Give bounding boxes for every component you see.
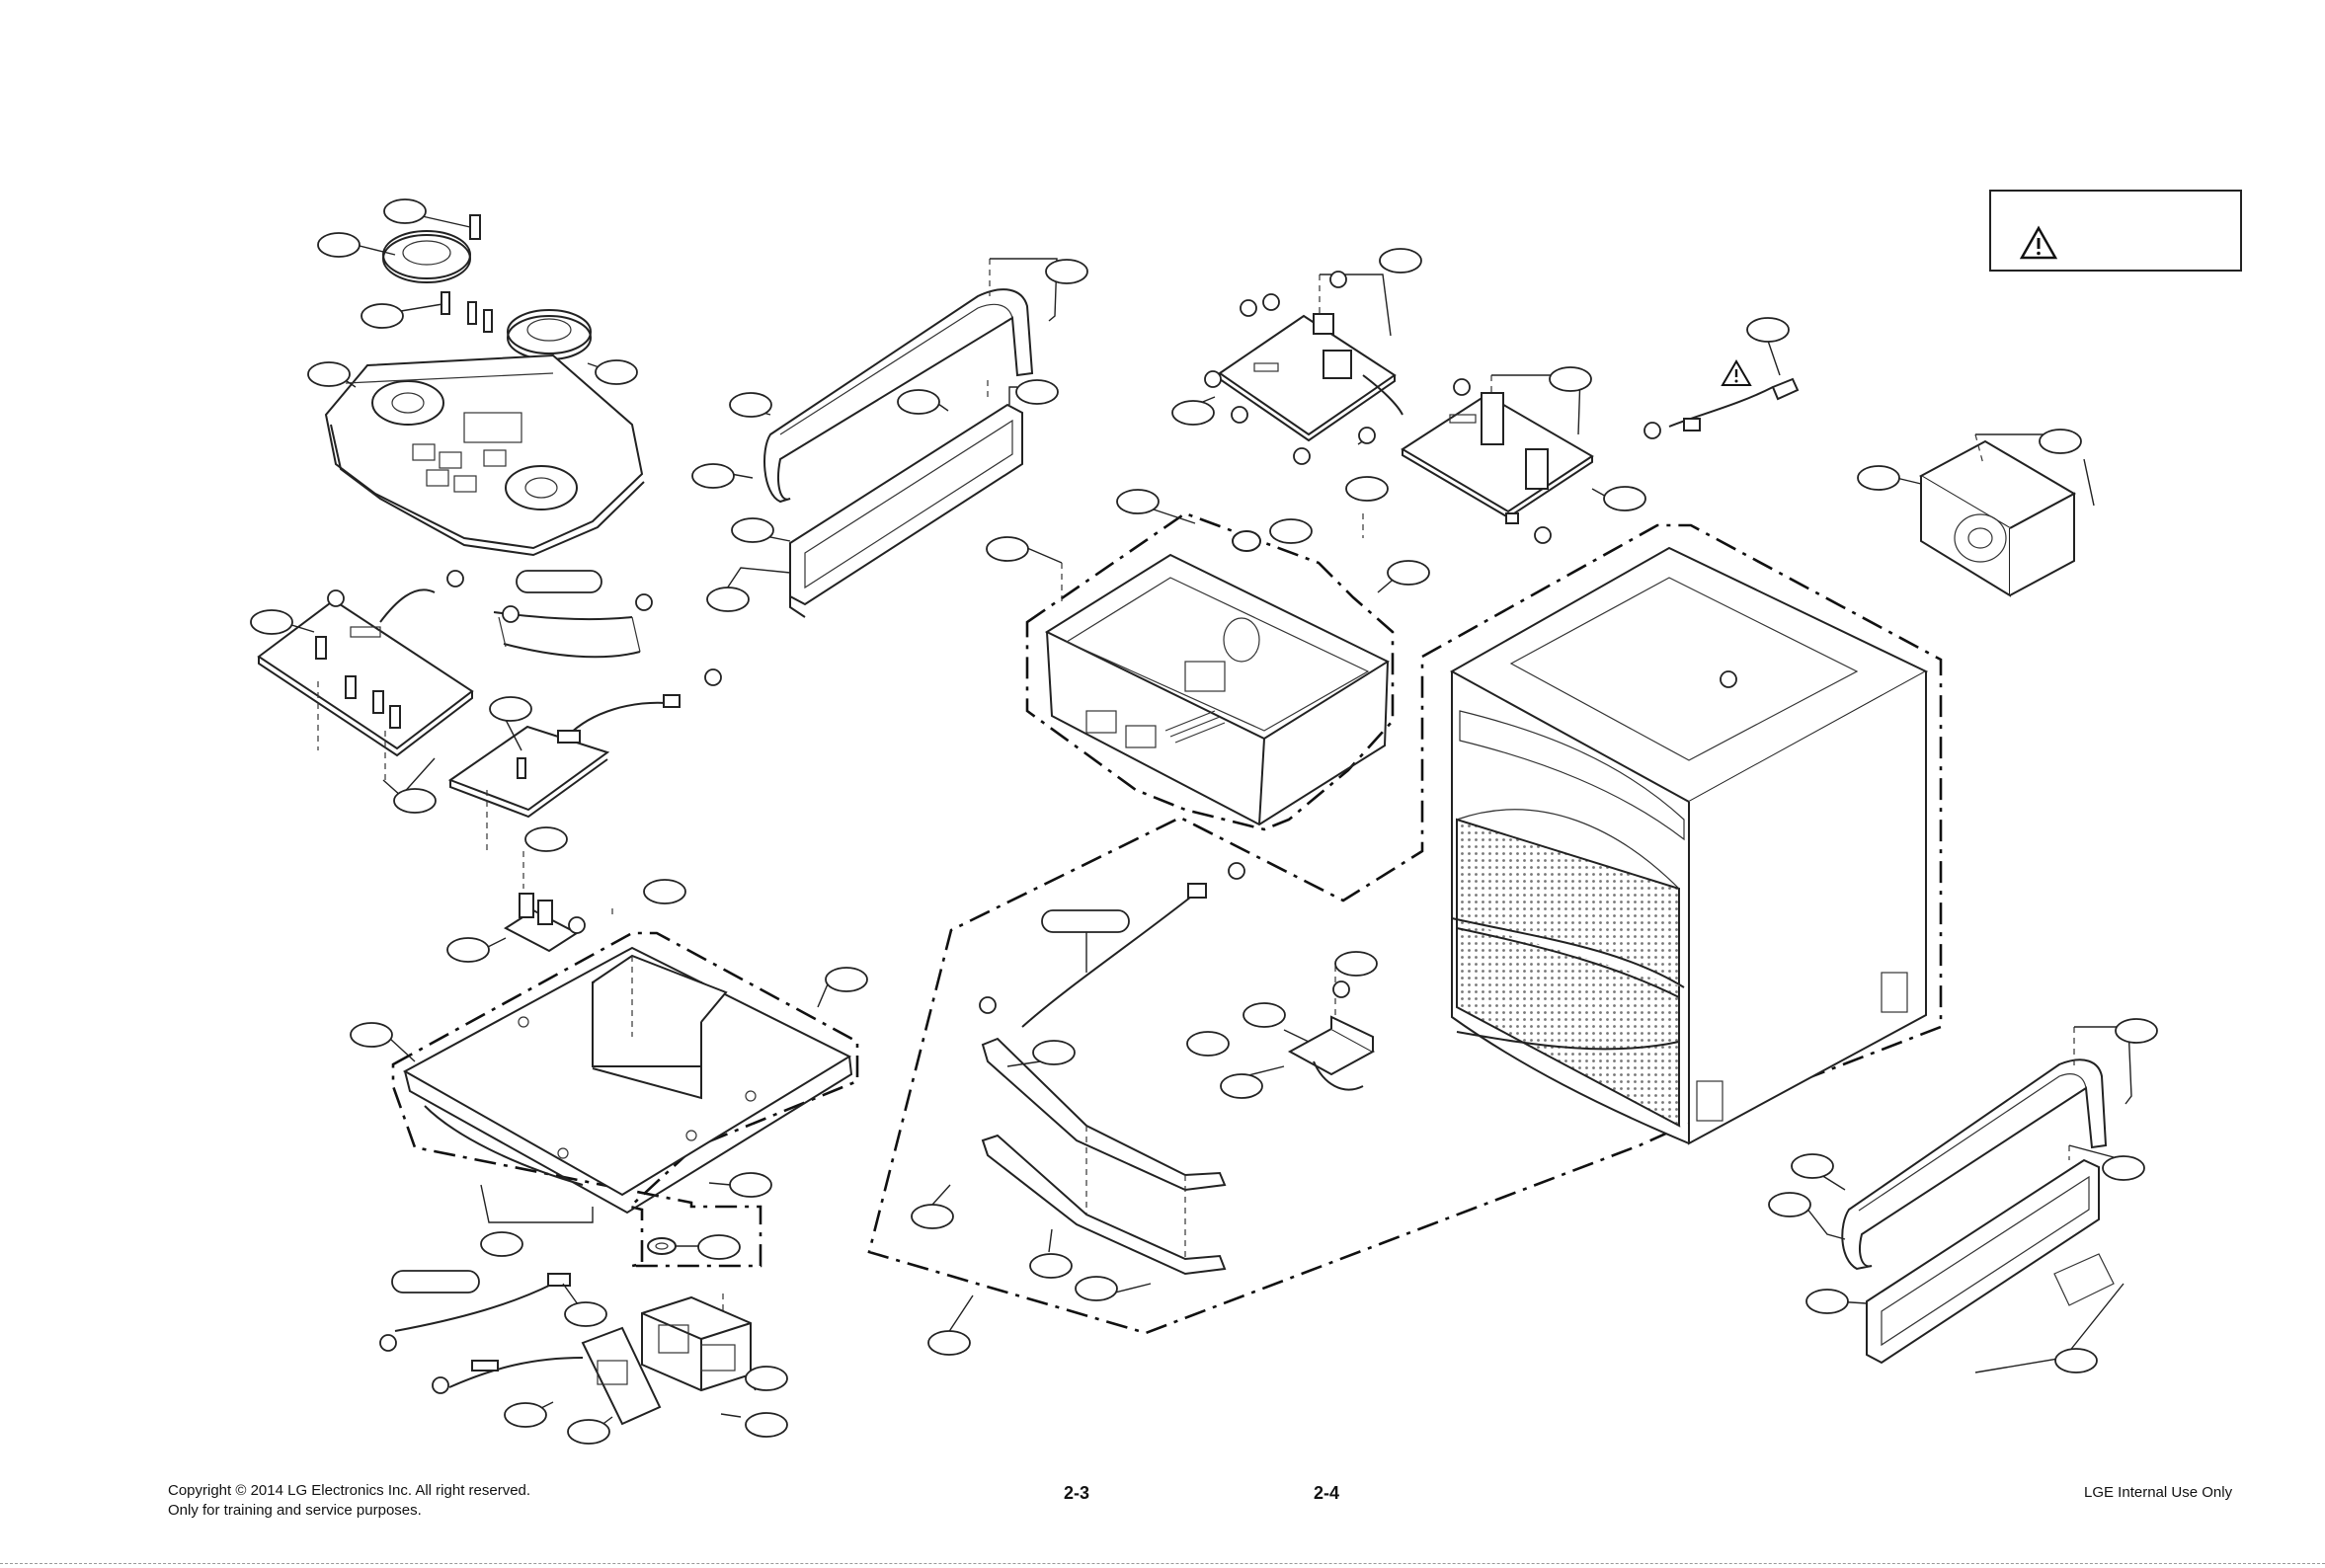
callout-bubble bbox=[707, 588, 749, 611]
callout-bubble bbox=[692, 464, 734, 488]
bottom-divider bbox=[0, 1563, 2325, 1564]
button-pins bbox=[441, 292, 492, 332]
callout-bubble bbox=[1388, 561, 1429, 585]
callout-bubble bbox=[1792, 1154, 1833, 1178]
input-pcb bbox=[450, 695, 680, 817]
callout-bubble bbox=[517, 571, 601, 592]
switch-pcb bbox=[506, 894, 577, 951]
fan-module bbox=[1921, 441, 2074, 595]
copyright-notice: Copyright © 2014 LG Electronics Inc. All… bbox=[168, 1481, 530, 1521]
callout-bubble bbox=[826, 968, 867, 991]
callout-bubble bbox=[505, 1403, 546, 1427]
callout-bubble bbox=[746, 1413, 787, 1437]
callout-bubble bbox=[730, 393, 771, 417]
terminal-box bbox=[642, 1297, 751, 1390]
callout-bubble bbox=[596, 360, 637, 384]
key-pcb bbox=[259, 589, 472, 755]
rear-cable bbox=[1022, 884, 1206, 1027]
callout-bubble bbox=[2103, 1156, 2144, 1180]
speaker-jack-harness bbox=[449, 1328, 660, 1424]
callout-bubble bbox=[318, 233, 360, 257]
speaker-cabinet bbox=[1452, 548, 1926, 1143]
callout-bubble bbox=[1221, 1074, 1262, 1098]
callout-bubble bbox=[732, 518, 773, 542]
callout-bubble bbox=[698, 1235, 740, 1259]
callout-bubble bbox=[2116, 1019, 2157, 1043]
callout-bubble bbox=[1806, 1290, 1848, 1313]
callout-bubble bbox=[1046, 260, 1087, 283]
callout-bubble bbox=[1030, 1254, 1072, 1278]
internal-use-notice: LGE Internal Use Only bbox=[2084, 1483, 2232, 1503]
callout-bubble bbox=[2055, 1349, 2097, 1372]
callout-bubble bbox=[1117, 490, 1159, 513]
callout-bubble bbox=[1550, 367, 1591, 391]
callout-bubble bbox=[525, 827, 567, 851]
page-number-left: 2-3 bbox=[1064, 1483, 1089, 1503]
terminal-bracket bbox=[1290, 1017, 1373, 1090]
callout-bubble bbox=[1747, 318, 1789, 342]
callout-bubble bbox=[2040, 430, 2081, 453]
callout-bubble bbox=[1042, 910, 1129, 932]
callout-bubble bbox=[1769, 1193, 1810, 1216]
callout-bubble bbox=[361, 304, 403, 328]
amplifier-pcb bbox=[1220, 314, 1403, 440]
callout-bubble bbox=[447, 938, 489, 962]
usage-line: Only for training and service purposes. bbox=[168, 1501, 530, 1521]
callout-bubble bbox=[384, 199, 426, 223]
power-cord bbox=[1669, 379, 1798, 431]
smps-pcb bbox=[1403, 393, 1592, 523]
main-chassis bbox=[1047, 555, 1388, 824]
callout-bubble bbox=[251, 610, 292, 634]
foot-washer bbox=[648, 1238, 676, 1254]
callout-bubble bbox=[1243, 1003, 1285, 1027]
volume-knob bbox=[383, 231, 470, 282]
callout-bubble bbox=[394, 789, 436, 813]
callout-bubble bbox=[746, 1367, 787, 1390]
callout-bubble bbox=[1172, 401, 1214, 425]
callout-bubble bbox=[987, 537, 1028, 561]
callout-bubble bbox=[1076, 1277, 1117, 1300]
callout-bubble bbox=[392, 1271, 479, 1293]
callout-bubble bbox=[481, 1232, 522, 1256]
callout-bubble bbox=[1858, 466, 1899, 490]
warning-triangle-icon bbox=[1723, 361, 1750, 385]
callout-bubble bbox=[1335, 952, 1377, 976]
warning-box bbox=[1990, 191, 2241, 271]
callout-bubble bbox=[308, 362, 350, 386]
callout-bubble bbox=[1016, 380, 1058, 404]
callout-bubble bbox=[1033, 1041, 1075, 1064]
callout-bubble bbox=[644, 880, 685, 903]
base-plate bbox=[405, 948, 851, 1213]
page-number-right: 2-4 bbox=[1314, 1483, 1339, 1503]
callout-bubble bbox=[1187, 1032, 1229, 1056]
jog-knob bbox=[508, 310, 591, 359]
callout-bubble bbox=[351, 1023, 392, 1047]
callout-bubble bbox=[928, 1331, 970, 1355]
callout-bubble bbox=[565, 1302, 606, 1326]
callout-bubble bbox=[898, 390, 939, 414]
control-panel bbox=[326, 355, 644, 555]
callout-bubble bbox=[1270, 519, 1312, 543]
callout-bubble bbox=[1380, 249, 1421, 273]
callout-bubble bbox=[912, 1205, 953, 1228]
inner-support-frame bbox=[983, 1039, 1225, 1274]
copyright-line: Copyright © 2014 LG Electronics Inc. All… bbox=[168, 1481, 530, 1501]
callout-bubble bbox=[568, 1420, 609, 1444]
callout-bubble bbox=[1604, 487, 1645, 510]
callout-bubble bbox=[730, 1173, 771, 1197]
knob-shaft bbox=[470, 215, 480, 239]
chassis-fan-clip bbox=[1233, 531, 1260, 551]
callout-bubble bbox=[1346, 477, 1388, 501]
callout-bubble bbox=[490, 697, 531, 721]
front-bracket bbox=[790, 405, 1022, 617]
